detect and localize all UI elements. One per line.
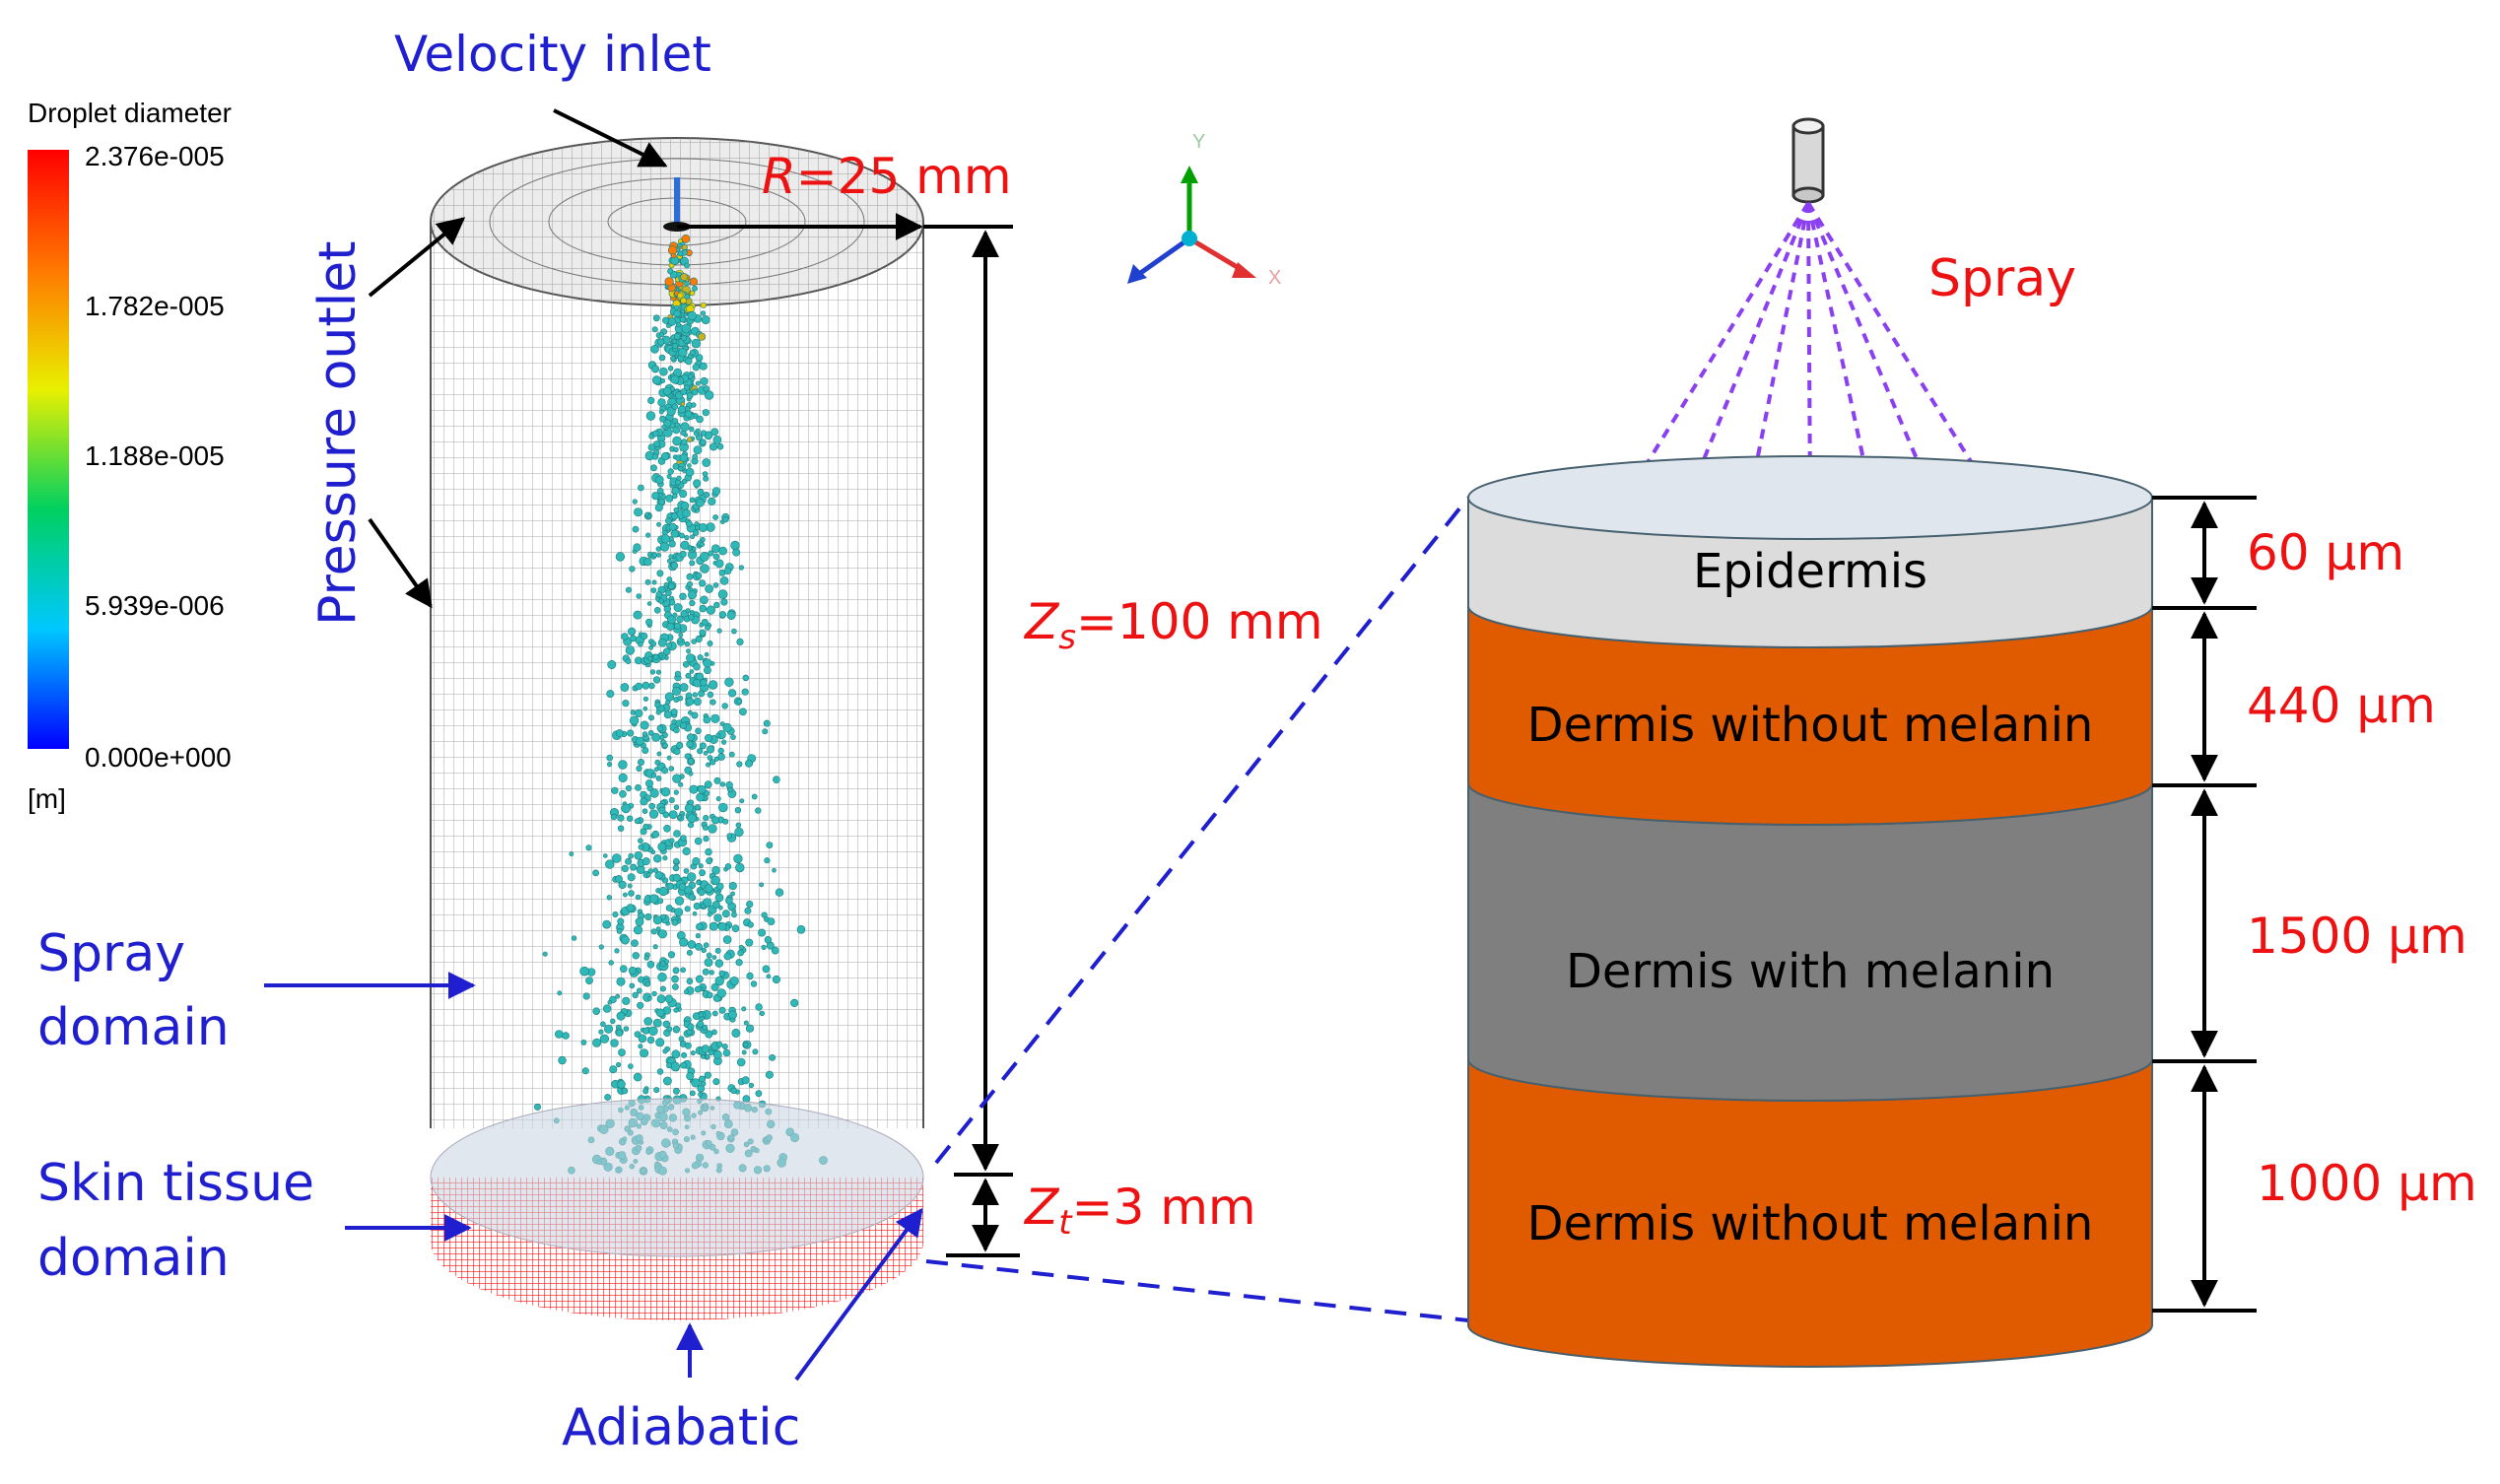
layer-name: Dermis without melanin (1527, 1196, 2094, 1251)
radius-value: =25 mm (796, 148, 1012, 205)
velocity-inlet-label: Velocity inlet (394, 26, 711, 83)
zt-symbol: Z (1023, 1179, 1060, 1236)
zt-subscript: t (1058, 1203, 1073, 1243)
colorbar-tick: 1.782e-005 (85, 291, 225, 321)
layer-thickness: 1500 μm (2247, 908, 2467, 965)
colorbar-unit: [m] (28, 783, 66, 814)
colorbar: Droplet diameter 2.376e-005 1.782e-005 1… (28, 98, 232, 814)
spray-jet-lines (1622, 201, 1997, 503)
colorbar-tick: 1.188e-005 (85, 440, 225, 471)
axis-x-label: X (1268, 267, 1281, 289)
skin-tissue-domain-mesh (430, 1098, 924, 1320)
layer-name: Epidermis (1693, 544, 1927, 599)
spray-jet-line (1806, 202, 1936, 502)
layer-name: Dermis without melanin (1527, 698, 2094, 753)
spray-jet-line (1806, 202, 1812, 502)
pressure-outlet-arrow-side (368, 517, 433, 609)
skin-top-surface (430, 1098, 924, 1257)
axis-y-label: Y (1192, 131, 1205, 153)
zs-subscript: s (1058, 618, 1076, 657)
skin-layer-cylinder (1467, 455, 2153, 1368)
layer-dermis-with-melanin (1467, 782, 2153, 1102)
adiabatic-arrow-side (794, 1207, 923, 1382)
zt-value: =3 mm (1072, 1179, 1256, 1236)
radius-symbol: R (762, 148, 796, 205)
zoom-connector-top (934, 496, 1470, 1165)
layer-thickness: 440 μm (2247, 677, 2436, 734)
layer-thickness: 1000 μm (2257, 1155, 2477, 1212)
zt-dimension (946, 1178, 1020, 1257)
pressure-outlet-label: Pressure outlet (308, 240, 368, 626)
spray-label: Spray (1928, 249, 2076, 308)
zt-label: Zt=3 mm (1023, 1179, 1256, 1243)
spray-jet-line (1806, 201, 1997, 503)
zs-symbol: Z (1023, 593, 1060, 650)
zoom-connector-bottom (925, 1259, 1469, 1322)
zs-value: =100 mm (1076, 593, 1323, 650)
colorbar-title: Droplet diameter (28, 98, 232, 128)
colorbar-gradient (28, 150, 69, 749)
spray-nozzle-icon (1791, 117, 1825, 204)
colorbar-tick: 5.939e-006 (85, 590, 225, 621)
spray-jet-line (1685, 202, 1810, 502)
velocity-inlet-arrow (553, 108, 668, 168)
colorbar-tick: 0.000e+000 (85, 742, 232, 773)
layer-name: Dermis with melanin (1566, 944, 2055, 999)
thickness-dimensions (2152, 496, 2257, 1313)
skin-tissue-label-line2: domain (37, 1229, 230, 1288)
spray-domain-label-line1: Spray (37, 924, 185, 983)
pressure-outlet-arrow-top (368, 217, 466, 298)
skin-tissue-label-line1: Skin tissue (37, 1154, 314, 1213)
layer-epidermis (1467, 497, 2153, 648)
layer-dermis-without-melanin-bottom (1467, 1058, 2153, 1368)
axis-triad-icon: Y X (1127, 131, 1281, 289)
adiabatic-label: Adiabatic (562, 1398, 800, 1457)
radius-label: R=25 mm (762, 148, 1012, 205)
spray-jet-line (1622, 201, 1810, 503)
spray-domain-label-line2: domain (37, 998, 230, 1057)
spray-jet-line (1747, 202, 1810, 502)
spray-jet-line (1806, 202, 1874, 502)
layer-thickness: 60 μm (2247, 524, 2404, 581)
zs-dimension (923, 225, 1013, 1177)
colorbar-tick: 2.376e-005 (85, 141, 225, 171)
layer-dermis-without-melanin-top (1467, 605, 2153, 826)
epidermis-top-surface (1467, 455, 2153, 540)
zs-label: Zs=100 mm (1023, 593, 1323, 657)
